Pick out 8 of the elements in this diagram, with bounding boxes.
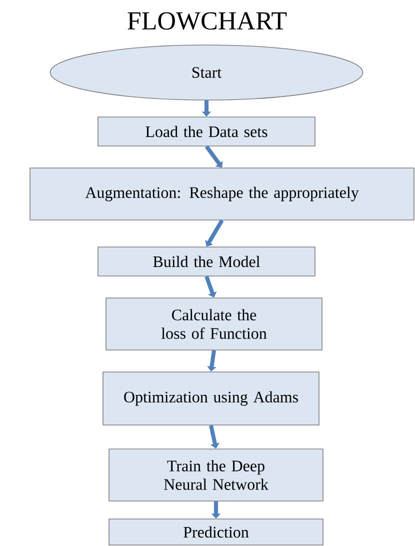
title: FLOWCHART	[128, 12, 287, 30]
process-box: Optimization using Adams	[102, 372, 320, 426]
process-box: Prediction	[108, 518, 324, 546]
process-box: Load the Data sets	[98, 116, 316, 146]
process-box: Train the Deep Neural Network	[108, 448, 324, 502]
process-box: Build the Model	[98, 246, 316, 276]
process-box: Augmentation: Reshape the appropriately	[30, 168, 414, 220]
process-box: Calculate the loss of Function	[106, 298, 322, 350]
